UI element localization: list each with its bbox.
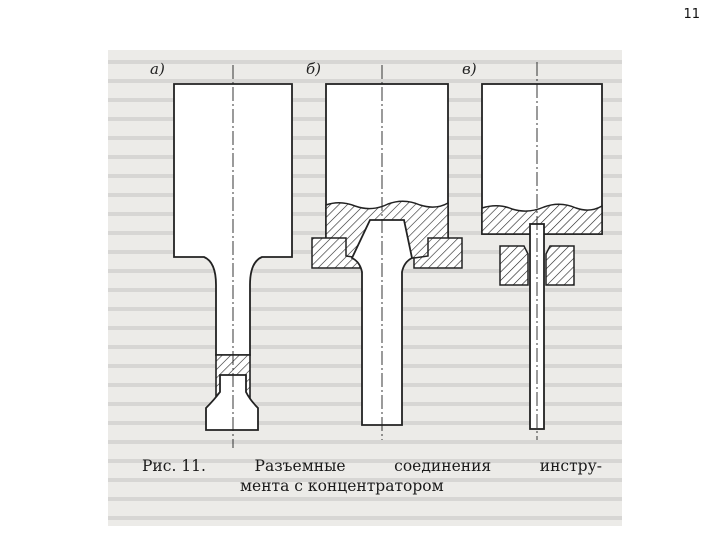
panel-b: б) — [306, 60, 463, 440]
caption-word-2: соединения — [394, 457, 492, 475]
panel-b-coupling-nut-right — [413, 237, 463, 269]
caption-line-2: мента с концентратором — [240, 477, 444, 495]
caption-prefix: Рис. 11. — [142, 457, 206, 475]
panel-c: в) — [462, 60, 603, 440]
panel-c-hatched-base — [481, 203, 603, 235]
panel-c-collet-left — [499, 245, 529, 286]
caption-word-1: Разъемные — [254, 457, 346, 475]
figure-caption: Рис. 11. Разъемные соединения инстру- ме… — [142, 456, 602, 496]
panel-a-tool-tip — [205, 374, 259, 431]
panel-b-label: б) — [306, 60, 321, 78]
page-number: 11 — [683, 7, 700, 22]
caption-word-3: инстру- — [539, 457, 602, 475]
panel-c-collet-right — [545, 245, 575, 286]
panel-b-tool — [350, 219, 414, 426]
panel-a: а) — [150, 60, 293, 448]
panel-a-label: а) — [150, 60, 165, 78]
panel-c-label: в) — [462, 60, 477, 78]
